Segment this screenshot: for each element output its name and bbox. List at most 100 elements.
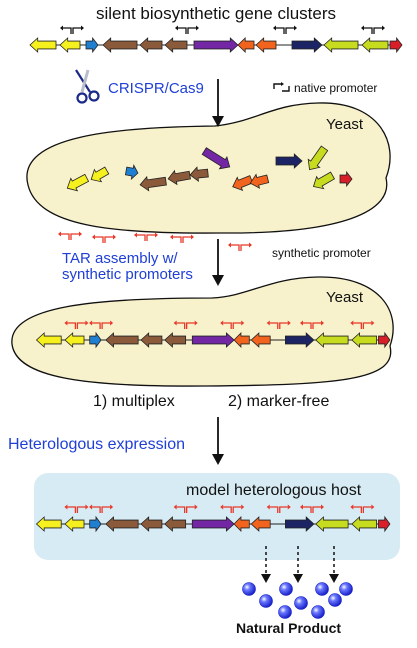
yeast-cell-2 (11, 276, 394, 387)
gene-fragment-arrow-9 (249, 173, 270, 189)
gene-cluster-row-yeast-1 (66, 145, 353, 192)
gene-arrow-8 (233, 332, 250, 348)
gene-fragment-13 (339, 170, 353, 188)
gene-arrow-1 (35, 516, 62, 532)
gene-arrow-4 (105, 516, 139, 532)
molecule-sphere-6 (294, 596, 308, 610)
promoter-icon-black (273, 82, 290, 92)
gene-arrow-12 (351, 332, 378, 348)
gene-arrow-3 (89, 331, 102, 349)
flow-arrows (212, 79, 224, 465)
model-host-label: model heterologous host (186, 482, 362, 499)
gene-arrow-12 (351, 516, 378, 532)
gene-arrow-13 (378, 331, 391, 349)
promoter-red-1 (58, 231, 82, 240)
gene-fragment-10 (275, 153, 303, 169)
promoter-4 (220, 320, 245, 329)
gene-arrow-8 (233, 516, 250, 532)
promoter-1 (64, 504, 89, 513)
gene-arrow-10 (291, 37, 323, 53)
gene-arrow-4 (102, 37, 138, 53)
gene-fragment-arrow-1 (66, 173, 90, 192)
yeast-cell-1 (26, 102, 391, 234)
gene-fragment-arrow-7 (201, 147, 231, 170)
molecule-sphere-4 (339, 582, 353, 596)
gene-fragment-arrow-10 (275, 153, 303, 169)
gene-arrow-10 (284, 332, 315, 348)
native-promoter-label: native promoter (294, 81, 378, 95)
gene-cluster-row-yeast-2 (35, 320, 391, 349)
gene-fragment-5 (167, 169, 191, 186)
gene-arrow-9 (250, 516, 271, 532)
gene-arrow-11 (315, 332, 349, 348)
gene-arrow-13 (378, 515, 391, 533)
gene-arrow-1 (29, 37, 57, 53)
molecule-sphere-9 (311, 605, 325, 619)
promoter-3 (173, 504, 198, 513)
gene-fragment-11 (307, 145, 329, 171)
molecule-sphere-2 (279, 582, 293, 596)
promoter-red-5 (228, 242, 252, 251)
gene-arrow-5 (140, 332, 163, 348)
natural-product-label: Natural Product (236, 620, 342, 636)
heterologous-expression-label: Heterologous expression (8, 436, 185, 453)
gene-fragment-12 (312, 171, 336, 190)
gene-fragment-arrow-13 (339, 170, 353, 188)
gene-fragment-4 (139, 175, 167, 192)
promoter-2 (175, 25, 199, 34)
promoter-red-2 (92, 234, 116, 243)
promoter-5 (266, 504, 291, 513)
gene-arrow-11 (315, 516, 349, 532)
gene-fragment-6 (189, 166, 209, 182)
promoter-red-3 (134, 232, 158, 241)
gene-arrow-3 (89, 515, 102, 533)
gene-arrow-12 (361, 37, 389, 53)
molecule-sphere-7 (328, 593, 342, 607)
multiplex-label: 1) multiplex (93, 393, 175, 410)
gene-fragment-arrow-4 (139, 175, 167, 192)
gene-arrow-10 (284, 516, 315, 532)
promoter-6 (300, 504, 324, 513)
gene-arrow-3 (85, 36, 99, 54)
gene-fragment-3 (124, 163, 139, 181)
gene-arrow-1 (35, 332, 62, 348)
gene-fragment-arrow-3 (124, 163, 139, 181)
gene-arrow-7 (191, 332, 235, 348)
yeast-label-2: Yeast (326, 289, 363, 306)
promoter-7 (350, 320, 375, 329)
gene-arrow-2 (64, 516, 85, 532)
promoter-4 (220, 504, 245, 513)
molecule-sphere-5 (259, 594, 273, 608)
synthetic-promoter-icons (58, 231, 252, 251)
gene-fragment-arrow-5 (167, 169, 191, 186)
gene-fragment-9 (249, 173, 270, 189)
gene-fragment-2 (90, 166, 110, 183)
gene-arrow-9 (250, 332, 271, 348)
gene-arrow-5 (139, 37, 163, 53)
molecule-sphere-3 (315, 582, 329, 596)
promoter-3 (173, 320, 198, 329)
gene-arrow-2 (64, 332, 85, 348)
gene-arrow-7 (193, 37, 239, 53)
promoter-7 (350, 504, 375, 513)
synthetic-promoter-label: synthetic promoter (272, 246, 371, 260)
molecule-sphere-1 (242, 582, 256, 596)
gene-cluster-row-1 (29, 25, 403, 54)
gene-fragment-arrow-12 (312, 171, 336, 190)
gene-arrow-8 (237, 37, 255, 53)
promoter-2 (89, 504, 114, 513)
marker-free-label: 2) marker-free (228, 393, 330, 410)
gene-arrow-2 (59, 37, 81, 53)
tar-line-1: TAR assembly w/ (62, 250, 178, 267)
promoter-3 (273, 25, 297, 34)
gene-arrow-11 (323, 37, 359, 53)
scissors-icon (75, 69, 100, 104)
promoter-1 (60, 25, 84, 34)
model-host-box (34, 473, 400, 560)
molecule-icon (242, 582, 353, 619)
molecule-sphere-8 (278, 605, 292, 619)
tar-line-2: synthetic promoters (62, 266, 193, 283)
promoter-red-4 (170, 234, 194, 243)
